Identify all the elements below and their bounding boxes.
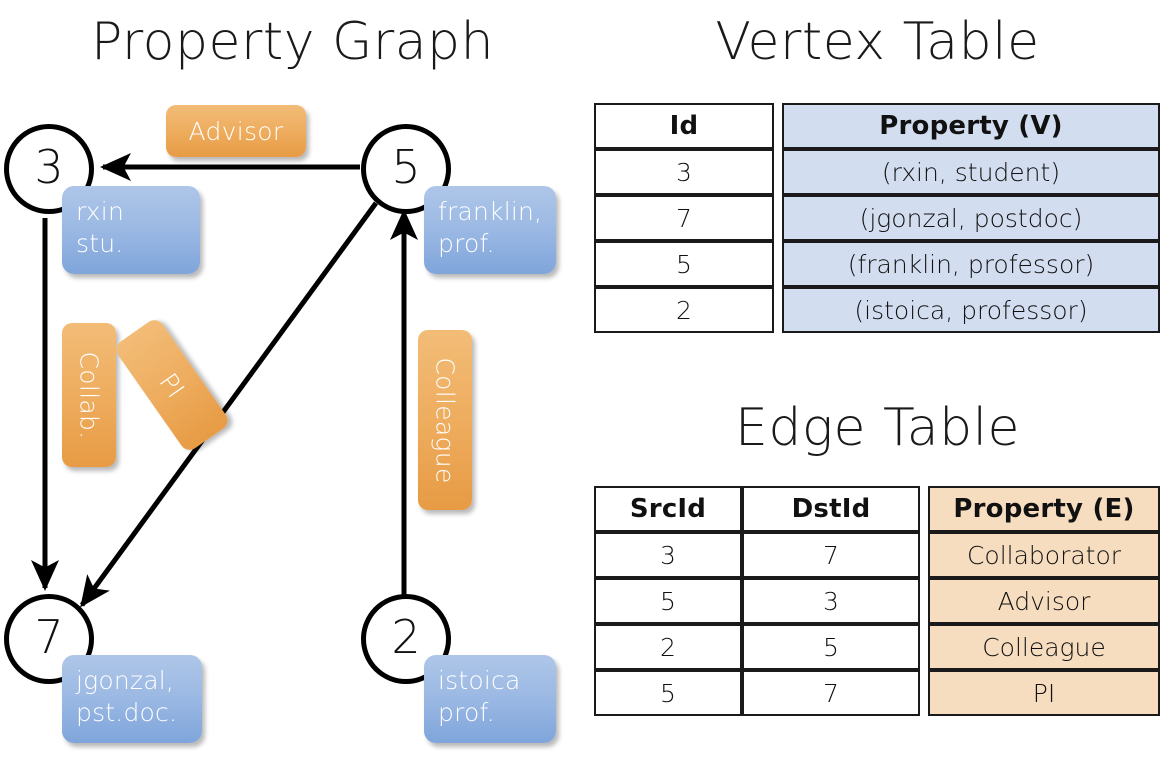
edge-src-cell: 2 <box>594 624 742 670</box>
vertex-id-cell: 7 <box>594 195 774 241</box>
edge-property-cell: PI <box>928 670 1160 716</box>
edge-dst-cell: 5 <box>742 624 920 670</box>
node-property-box-2: istoica prof. <box>424 655 556 743</box>
edge-table-header-property: Property (E) <box>928 486 1160 532</box>
vertex-table-header-row: Id Property (V) <box>594 103 1160 149</box>
vertex-table-header-property: Property (V) <box>782 103 1160 149</box>
node-property-line: prof. <box>438 698 495 727</box>
edge-src-cell: 3 <box>594 532 742 578</box>
table-row[interactable]: 5 (franklin, professor) <box>594 241 1160 287</box>
node-property-line: jgonzal, <box>76 666 175 695</box>
table-row[interactable]: 3 7 Collaborator <box>594 532 1160 578</box>
node-property-box-7: jgonzal, pst.doc. <box>62 655 202 743</box>
column-gap <box>774 287 782 333</box>
table-row[interactable]: 5 7 PI <box>594 670 1160 716</box>
edge-label-text: Colleague <box>430 356 460 484</box>
node-property-line: istoica <box>438 666 521 695</box>
graph-node-2[interactable]: 2 <box>361 594 451 684</box>
vertex-id-cell: 2 <box>594 287 774 333</box>
edge-table-header-row: SrcId DstId Property (E) <box>594 486 1160 532</box>
vertex-property-cell: (franklin, professor) <box>782 241 1160 287</box>
graph-node-7-label: 7 <box>34 610 64 664</box>
table-row[interactable]: 2 (istoica, professor) <box>594 287 1160 333</box>
column-gap <box>920 670 928 716</box>
vertex-table-title: Vertex Table <box>715 12 1040 72</box>
edge-property-cell: Collaborator <box>928 532 1160 578</box>
graph-node-2-label: 2 <box>391 610 421 664</box>
vertex-table: Id Property (V) 3 (rxin, student) 7 (jgo… <box>594 103 1160 333</box>
column-gap <box>774 103 782 149</box>
edge-label-collab: Collab. <box>62 323 116 467</box>
node-property-line: franklin, <box>438 197 543 226</box>
vertex-property-cell: (rxin, student) <box>782 149 1160 195</box>
graph-node-5[interactable]: 5 <box>361 124 451 214</box>
table-row[interactable]: 2 5 Colleague <box>594 624 1160 670</box>
table-row[interactable]: 3 (rxin, student) <box>594 149 1160 195</box>
edge-table-header-srcid: SrcId <box>594 486 742 532</box>
vertex-id-cell: 3 <box>594 149 774 195</box>
edge-table-panel: Edge Table SrcId DstId Property (E) 3 7 … <box>585 390 1170 760</box>
vertex-property-cell: (istoica, professor) <box>782 287 1160 333</box>
edge-arrow-5-7 <box>79 201 379 608</box>
column-gap <box>920 578 928 624</box>
node-property-line: rxin <box>76 197 124 226</box>
edge-table: SrcId DstId Property (E) 3 7 Collaborato… <box>594 486 1160 716</box>
vertex-property-cell: (jgonzal, postdoc) <box>782 195 1160 241</box>
node-property-box-3: rxin stu. <box>62 186 200 274</box>
edge-label-advisor: Advisor <box>166 105 306 157</box>
node-property-box-5: franklin, prof. <box>424 186 556 274</box>
column-gap <box>920 532 928 578</box>
column-gap <box>774 149 782 195</box>
edge-dst-cell: 3 <box>742 578 920 624</box>
vertex-id-cell: 5 <box>594 241 774 287</box>
edge-src-cell: 5 <box>594 670 742 716</box>
table-row[interactable]: 5 3 Advisor <box>594 578 1160 624</box>
vertex-table-panel: Vertex Table Id Property (V) 3 (rxin, st… <box>585 0 1170 390</box>
edge-label-text: Advisor <box>188 116 284 146</box>
edge-dst-cell: 7 <box>742 532 920 578</box>
edge-property-cell: Advisor <box>928 578 1160 624</box>
graph-node-5-label: 5 <box>391 140 421 194</box>
edge-label-text: PI <box>153 367 191 403</box>
node-property-line: pst.doc. <box>76 698 178 727</box>
node-property-line: stu. <box>76 229 124 258</box>
column-gap <box>774 241 782 287</box>
property-graph-title: Property Graph <box>90 12 495 72</box>
edge-dst-cell: 7 <box>742 670 920 716</box>
edge-table-header-dstid: DstId <box>742 486 920 532</box>
edge-property-cell: Colleague <box>928 624 1160 670</box>
graph-edges <box>31 153 418 608</box>
graph-node-3-label: 3 <box>34 140 64 194</box>
edge-src-cell: 5 <box>594 578 742 624</box>
column-gap <box>920 624 928 670</box>
edge-label-colleague: Colleague <box>418 330 472 510</box>
property-graph-panel: Property Graph 3 5 7 2 rxin stu. frankli… <box>4 12 556 743</box>
column-gap <box>774 195 782 241</box>
node-property-line: prof. <box>438 229 495 258</box>
vertex-table-header-id: Id <box>594 103 774 149</box>
edge-label-text: Collab. <box>74 351 104 439</box>
table-row[interactable]: 7 (jgonzal, postdoc) <box>594 195 1160 241</box>
column-gap <box>920 486 928 532</box>
edge-table-title: Edge Table <box>734 398 1021 458</box>
